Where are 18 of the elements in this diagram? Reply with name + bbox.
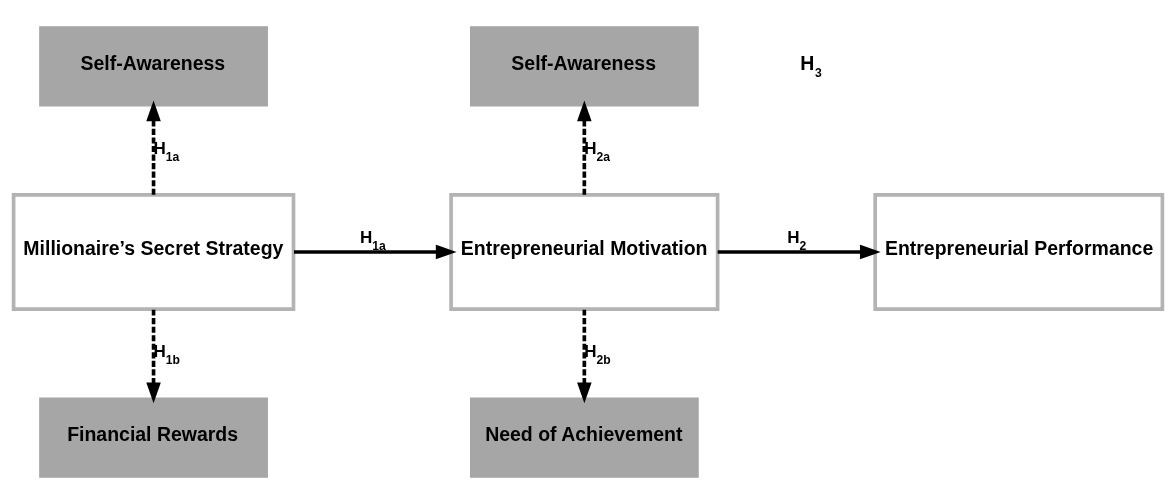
node-box: Self-Awareness — [469, 25, 699, 107]
arrow — [577, 100, 592, 195]
edge-label: H$_{2}$ — [787, 227, 807, 253]
edge-label: H$_{1a}$ — [360, 227, 386, 253]
node-box: Millionaire’s Secret Strategy — [11, 192, 296, 311]
arrow — [294, 244, 457, 259]
edge-label: H$_{1b}$ — [153, 341, 180, 367]
arrow — [577, 309, 592, 403]
edge-label: H$_{1a}$ — [153, 138, 180, 164]
node-box: Self-Awareness — [39, 25, 268, 107]
label: H$_{3}$ — [800, 51, 822, 80]
arrow — [717, 244, 881, 259]
arrow — [146, 100, 161, 195]
node-box: Entrepreneurial Motivation — [449, 192, 720, 311]
node-box: Need of Achievement — [469, 396, 699, 478]
node-box: Financial Rewards — [39, 396, 268, 478]
node-box: Entrepreneurial Performance — [873, 192, 1165, 311]
arrow — [146, 309, 161, 403]
